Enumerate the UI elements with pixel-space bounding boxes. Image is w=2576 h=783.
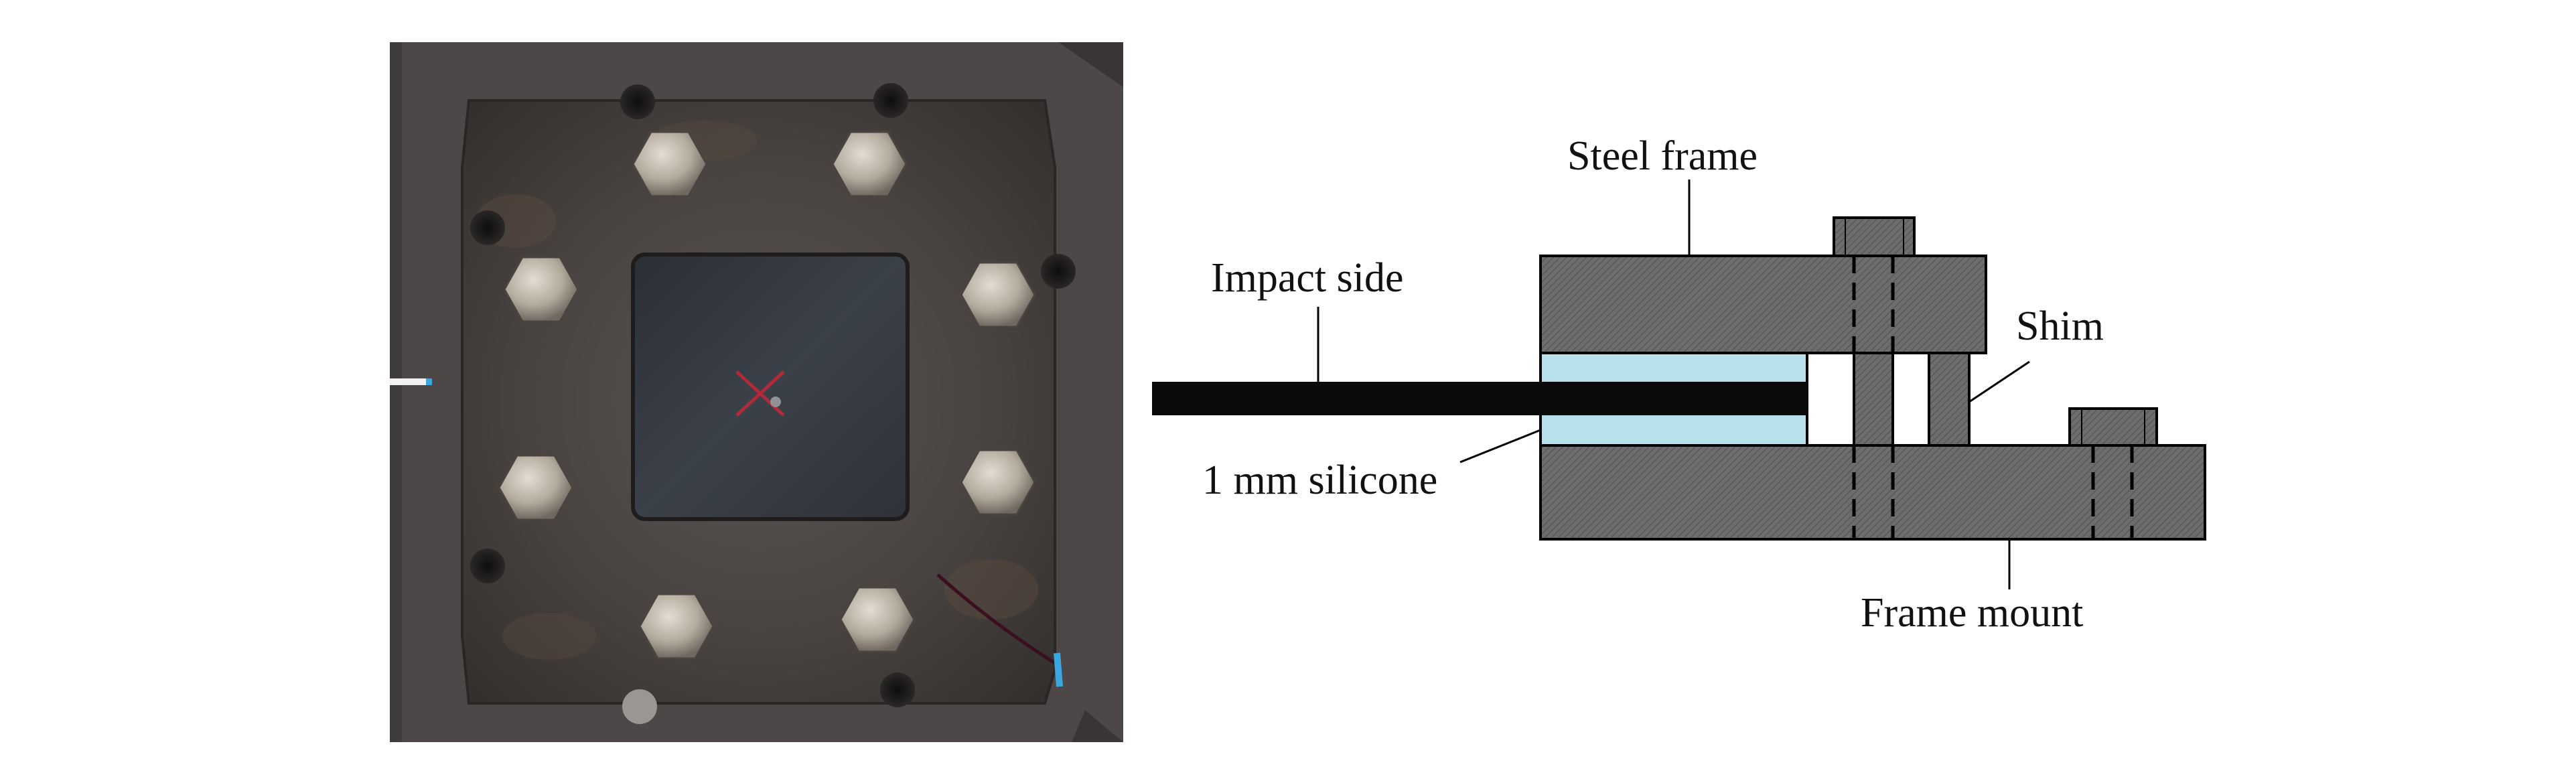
photo-hole xyxy=(470,210,505,245)
leader-lines xyxy=(1317,180,2030,589)
label-shim: Shim xyxy=(2016,303,2104,349)
frame-mount-block xyxy=(1539,444,2206,541)
label-steel-frame: Steel frame xyxy=(1567,133,1758,179)
label-silicone: 1 mm silicone xyxy=(1202,457,1437,503)
label-frame-mount: Frame mount xyxy=(1861,590,2083,636)
photo-bolts xyxy=(498,131,1036,660)
bolt-head xyxy=(2068,407,2158,447)
photo-hole xyxy=(880,672,915,707)
photo-hole xyxy=(620,84,655,119)
steel-frame-block xyxy=(1539,255,1987,354)
center-cross-mark xyxy=(735,370,785,417)
specimen-photo xyxy=(390,42,1123,742)
clamp-schematic: Steel frame Impact side Shim 1 mm silico… xyxy=(1152,133,2206,636)
bolt-shaft xyxy=(1853,352,1894,447)
test-plate xyxy=(1152,382,1808,415)
photo-hole xyxy=(470,549,505,583)
bolt-head xyxy=(1833,216,1916,257)
photo-hole xyxy=(873,83,908,118)
shim-block xyxy=(1928,352,1971,447)
photo-window xyxy=(631,253,910,521)
photo-hole xyxy=(1041,254,1076,289)
photo-hole xyxy=(622,689,657,724)
bolt-bore-hidden-lines xyxy=(1852,256,2134,539)
label-impact-side: Impact side xyxy=(1211,255,1404,301)
clamp-gap xyxy=(1806,352,1855,447)
